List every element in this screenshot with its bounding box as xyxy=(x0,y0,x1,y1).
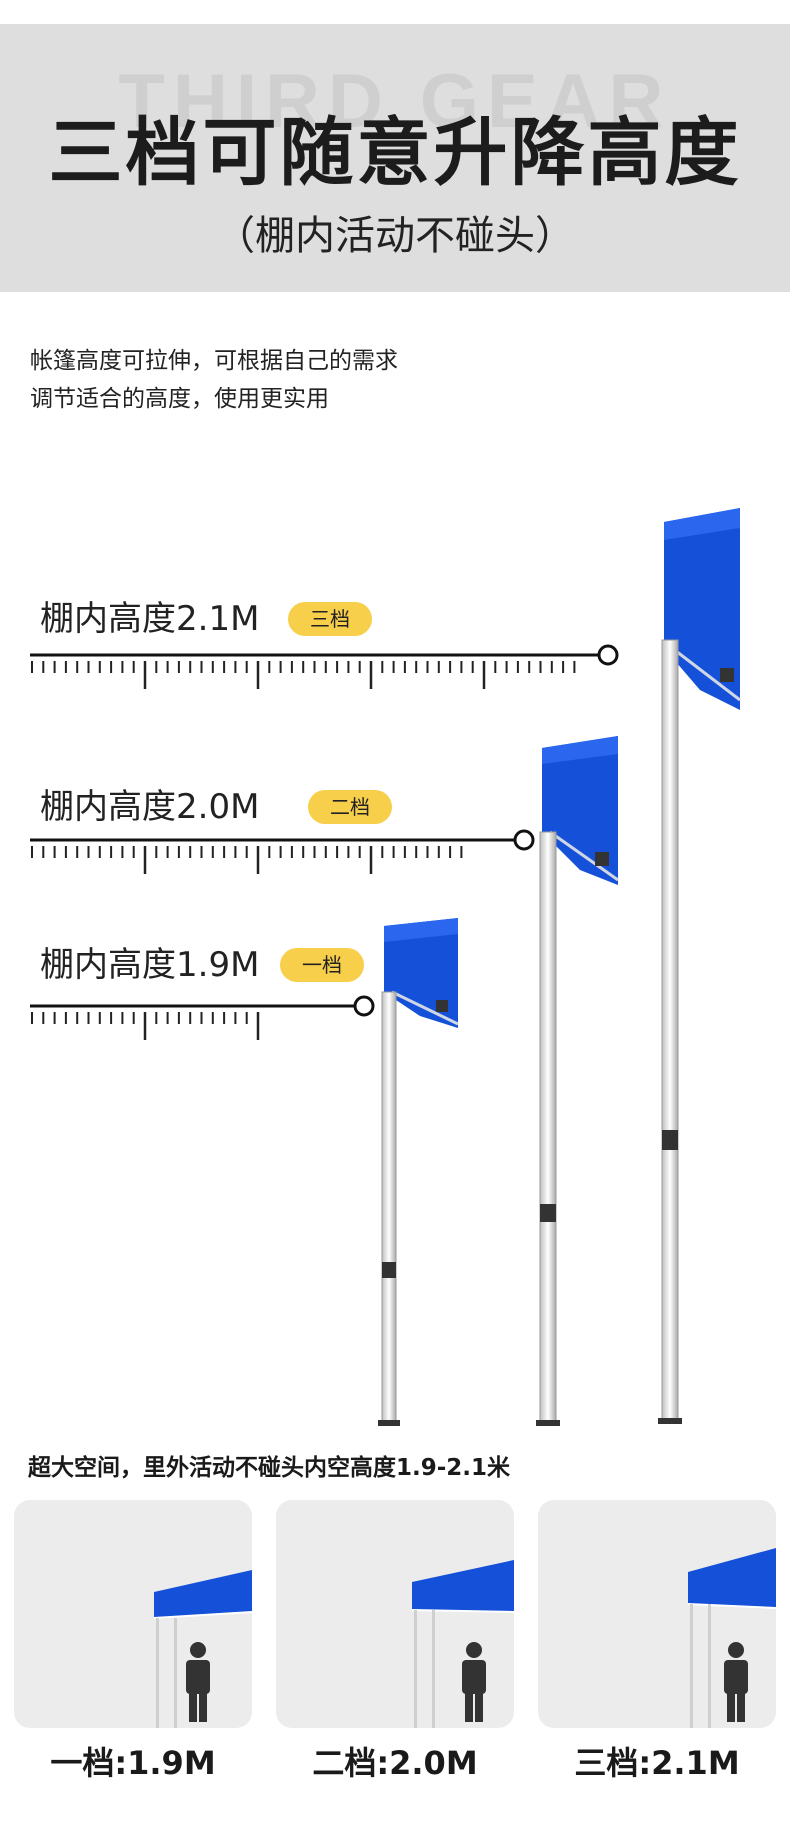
page-subtitle: （棚内活动不碰头） xyxy=(215,213,575,259)
canopy-tent-icon xyxy=(658,508,741,1424)
canopy-tent-icon xyxy=(687,1548,776,1728)
level-badge-3: 三档 xyxy=(288,602,372,636)
card-label-3: 三档:2.1M xyxy=(574,1744,740,1782)
level-card-2 xyxy=(276,1500,514,1728)
intro-line-1: 帐篷高度可拉伸，可根据自己的需求 xyxy=(30,348,398,374)
canopy-tent-icon xyxy=(536,736,619,1426)
intro-text: 帐篷高度可拉伸，可根据自己的需求 调节适合的高度，使用更实用 xyxy=(30,342,398,418)
card-label-2: 二档:2.0M xyxy=(312,1744,478,1782)
canopy-tent-icon xyxy=(378,918,459,1426)
level-badge-2: 二档 xyxy=(308,790,392,824)
level-label-3: 棚内高度2.1M xyxy=(40,599,260,639)
ruler-level-1 xyxy=(30,995,375,1040)
ruler-level-2 xyxy=(30,829,535,874)
person-icon xyxy=(462,1642,486,1722)
card-label-1: 一档:1.9M xyxy=(50,1744,216,1782)
person-icon xyxy=(724,1642,748,1722)
level-card-3 xyxy=(538,1500,776,1728)
canopy-tent-icon xyxy=(153,1570,252,1728)
height-illustration xyxy=(30,508,741,1426)
level-card-1 xyxy=(14,1500,252,1728)
bottom-caption: 超大空间，里外活动不碰头内空高度1.9-2.1米 xyxy=(28,1455,511,1481)
ruler-level-3 xyxy=(30,644,619,689)
level-label-1: 棚内高度1.9M xyxy=(40,945,260,985)
page-title: 三档可随意升降高度 xyxy=(48,110,742,196)
person-icon xyxy=(186,1642,210,1722)
intro-line-2: 调节适合的高度，使用更实用 xyxy=(30,386,329,412)
level-label-2: 棚内高度2.0M xyxy=(40,787,260,827)
header-ghost-text: THIRD GEAR xyxy=(118,59,672,144)
header-banner: THIRD GEAR 三档可随意升降高度 （棚内活动不碰头） xyxy=(0,24,790,292)
level-badge-1: 一档 xyxy=(280,948,364,982)
canopy-tent-icon xyxy=(411,1560,514,1728)
